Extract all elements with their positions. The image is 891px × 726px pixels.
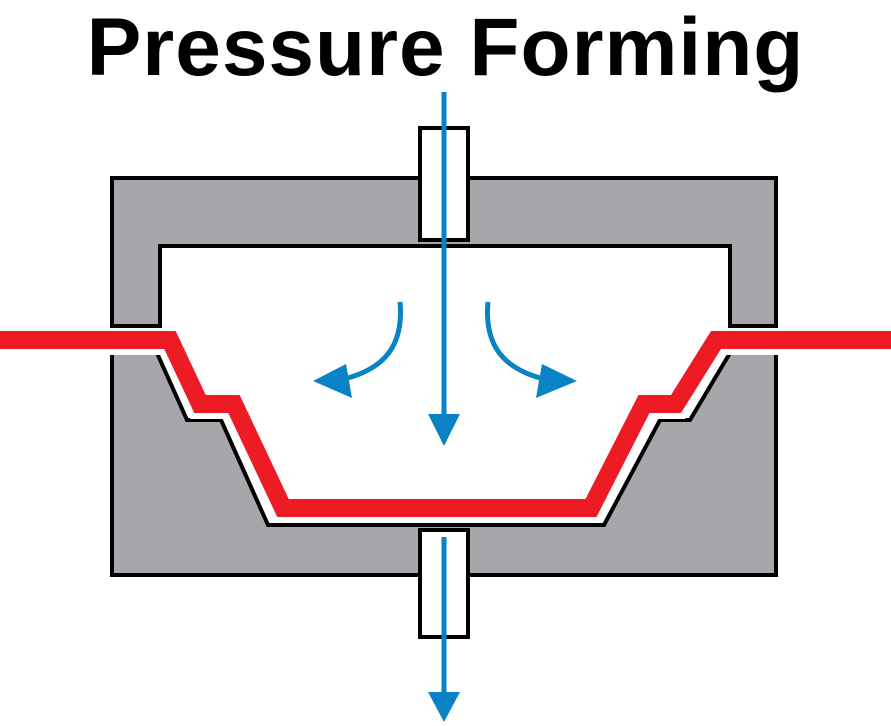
curved-arrow-right-icon [484,301,577,398]
air-inlet-arrow-icon [428,92,460,446]
diagram-title: Pressure Forming [86,2,805,93]
curved-arrow-left-icon [313,301,404,398]
plastic-sheet [0,331,891,517]
lower-mold [110,351,778,577]
vent-outlet-arrow-icon [428,537,460,722]
